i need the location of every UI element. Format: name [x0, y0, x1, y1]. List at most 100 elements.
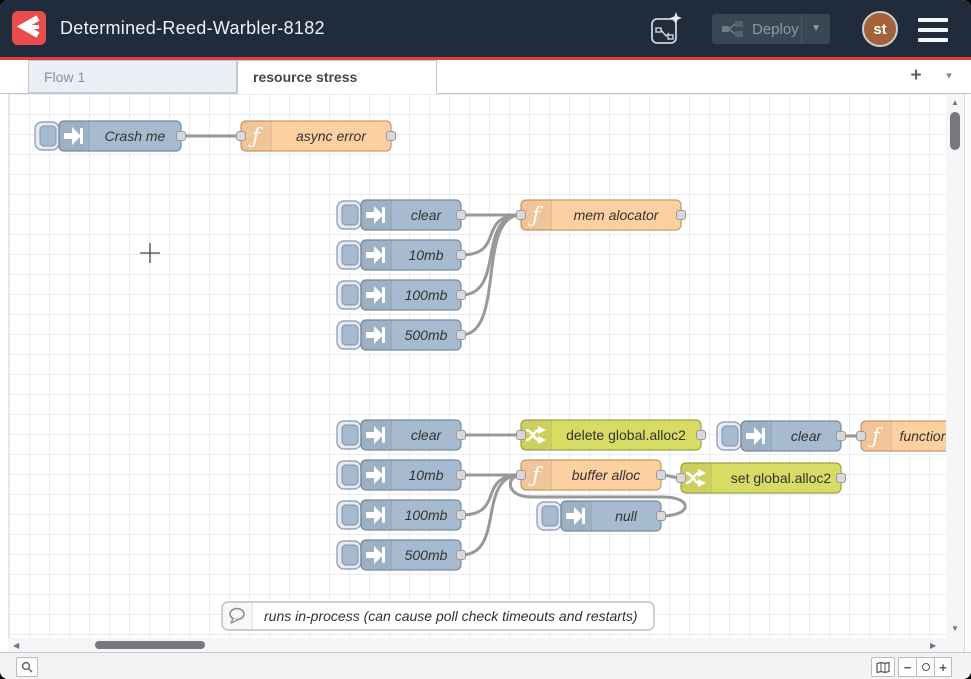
output-port[interactable] [457, 471, 466, 480]
node-label: null [615, 508, 638, 524]
search-button[interactable] [16, 657, 38, 677]
node-label: function [899, 428, 946, 444]
node-change-delete-global-alloc2[interactable]: delete global.alloc2 [517, 420, 706, 450]
output-port[interactable] [387, 132, 396, 141]
avatar-initials: st [873, 21, 886, 38]
inject-button[interactable] [337, 241, 361, 269]
crosshair-cursor [140, 243, 160, 263]
footer-toolbar: − + [0, 652, 971, 679]
output-port[interactable] [677, 211, 686, 220]
node-label: 500mb [405, 327, 448, 343]
workspace-tab-bar: Flow 1 resource stress + ▾ [0, 60, 971, 94]
node-label: delete global.alloc2 [566, 427, 686, 443]
scroll-left-icon[interactable]: ◀ [13, 641, 19, 651]
ai-assistant-button[interactable] [646, 10, 686, 48]
input-port[interactable] [517, 471, 526, 480]
node-inject-clear-buf[interactable]: clear [337, 420, 466, 450]
inject-button[interactable] [337, 281, 361, 309]
node-label: 100mb [405, 507, 448, 523]
node-function-async-error[interactable]: async error [237, 121, 396, 151]
flow-svg: ƒ [9, 94, 946, 638]
node-comment[interactable]: runs in-process (can cause poll check ti… [222, 602, 654, 630]
node-label: buffer alloc [572, 467, 640, 483]
node-function-function[interactable]: function [857, 421, 947, 451]
instance-title: Determined-Reed-Warbler-8182 [60, 0, 325, 57]
flow-list-chevron-icon[interactable]: ▾ [936, 63, 962, 89]
zoom-in-button[interactable]: + [934, 657, 952, 677]
zoom-reset-button[interactable] [916, 657, 934, 677]
output-port[interactable] [657, 471, 666, 480]
output-port[interactable] [457, 251, 466, 260]
tab-flow-1[interactable]: Flow 1 [28, 60, 237, 93]
node-inject-crash-me[interactable]: Crash me [35, 121, 186, 151]
output-port[interactable] [457, 551, 466, 560]
flowfuse-logo-icon[interactable] [12, 11, 46, 45]
output-port[interactable] [837, 474, 846, 483]
node-label: Crash me [105, 128, 166, 144]
output-port[interactable] [457, 511, 466, 520]
input-port[interactable] [517, 211, 526, 220]
node-inject-10mb-buf[interactable]: 10mb [337, 460, 466, 490]
zoom-controls: − + [898, 657, 952, 677]
output-port[interactable] [697, 431, 706, 440]
output-port[interactable] [837, 432, 846, 441]
node-label: 500mb [405, 547, 448, 563]
output-port[interactable] [457, 331, 466, 340]
output-port[interactable] [457, 431, 466, 440]
add-flow-button[interactable]: + [903, 63, 929, 89]
node-inject-100mb-buf[interactable]: 100mb [337, 500, 466, 530]
inject-button[interactable] [337, 201, 361, 229]
node-inject-clear-mem[interactable]: clear [337, 200, 466, 230]
hamburger-menu-icon[interactable] [918, 18, 948, 42]
inject-button[interactable] [35, 122, 59, 150]
input-port[interactable] [677, 474, 686, 483]
inject-button[interactable] [337, 421, 361, 449]
scroll-right-icon[interactable]: ▶ [930, 641, 936, 651]
node-label: 100mb [405, 287, 448, 303]
tab-label: Flow 1 [44, 69, 85, 85]
navigator-toggle-button[interactable] [871, 657, 895, 677]
node-function-mem-alocator[interactable]: mem alocator [517, 200, 686, 230]
flow-canvas[interactable]: ƒ [8, 94, 946, 638]
search-icon [21, 661, 33, 673]
output-port[interactable] [177, 132, 186, 141]
input-port[interactable] [857, 432, 866, 441]
deploy-button[interactable]: Deploy ▼ [712, 14, 830, 44]
inject-button[interactable] [717, 422, 741, 450]
scroll-up-icon[interactable]: ▲ [951, 98, 959, 108]
scroll-down-icon[interactable]: ▼ [951, 624, 959, 634]
inject-button[interactable] [337, 501, 361, 529]
inject-button[interactable] [337, 541, 361, 569]
output-port[interactable] [457, 211, 466, 220]
right-edge-strip [964, 94, 971, 652]
node-inject-100mb-mem[interactable]: 100mb [337, 280, 466, 310]
node-change-set-global-alloc2[interactable]: set global.alloc2 [677, 463, 846, 493]
node-function-buffer-alloc[interactable]: buffer alloc [517, 460, 666, 490]
tab-resource-stress[interactable]: resource stress [237, 60, 437, 94]
input-port[interactable] [517, 431, 526, 440]
inject-button[interactable] [537, 502, 561, 530]
node-label: clear [411, 427, 443, 443]
node-inject-10mb-mem[interactable]: 10mb [337, 240, 466, 270]
output-port[interactable] [657, 512, 666, 521]
node-inject-500mb-mem[interactable]: 500mb [337, 320, 466, 350]
input-port[interactable] [237, 132, 246, 141]
output-port[interactable] [457, 291, 466, 300]
inject-button[interactable] [337, 461, 361, 489]
vertical-scrollbar-thumb[interactable] [950, 112, 960, 150]
horizontal-scrollbar-thumb[interactable] [95, 641, 205, 649]
node-label: clear [791, 428, 823, 444]
node-label: clear [411, 207, 443, 223]
node-inject-null[interactable]: null [537, 501, 666, 531]
zoom-out-button[interactable]: − [898, 657, 916, 677]
tab-label: resource stress [253, 69, 357, 85]
horizontal-scrollbar[interactable]: ◀ ▶ [8, 638, 964, 652]
inject-button[interactable] [337, 321, 361, 349]
node-inject-clear-2[interactable]: clear [717, 421, 846, 451]
node-label: mem alocator [574, 207, 660, 223]
chevron-down-icon[interactable]: ▼ [801, 14, 830, 44]
node-inject-500mb-buf[interactable]: 500mb [337, 540, 466, 570]
vertical-scrollbar[interactable]: ▲ ▼ [946, 94, 964, 638]
user-avatar[interactable]: st [862, 11, 898, 47]
